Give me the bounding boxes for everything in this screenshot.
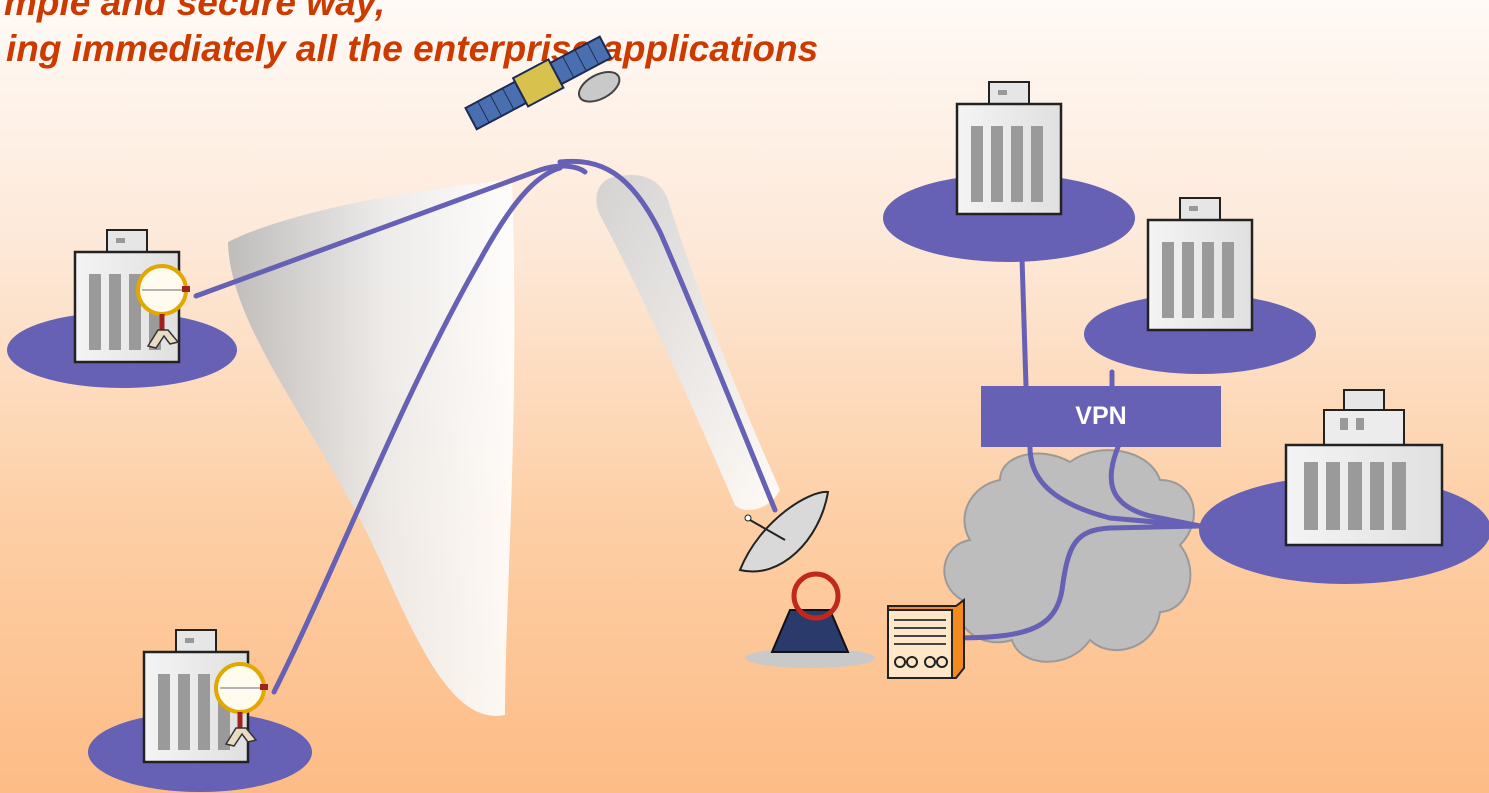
link-hq-top: [1019, 255, 1029, 389]
building-icon: [1284, 389, 1444, 547]
link-vpn-left: [1027, 444, 1203, 529]
network-links: [193, 158, 1203, 695]
vpn-label: VPN: [1075, 402, 1127, 430]
link-uplink-lower: [271, 165, 563, 695]
headline-line-1: mple and secure way,: [4, 0, 386, 23]
coverage-beam-wide: [228, 180, 515, 716]
link-uplink-upper: [193, 163, 588, 299]
site-ellipse-hq-middle: [1084, 294, 1316, 374]
link-vpn-right: [1108, 444, 1203, 529]
headline-line-2: ing immediately all the enterprise appli…: [6, 28, 819, 69]
link-satellite-hub: [557, 158, 778, 513]
building-icon: [1146, 196, 1254, 332]
site-ellipse-hq-top: [883, 174, 1135, 262]
building-icon: [955, 80, 1063, 216]
modem-icon: [887, 598, 965, 679]
coverage-beam-narrow: [596, 174, 780, 510]
satellite-icon: [464, 35, 621, 131]
vpn-box: VPN: [981, 386, 1221, 447]
satellite-dish-icon: [738, 490, 875, 668]
link-hub-network: [947, 523, 1203, 641]
